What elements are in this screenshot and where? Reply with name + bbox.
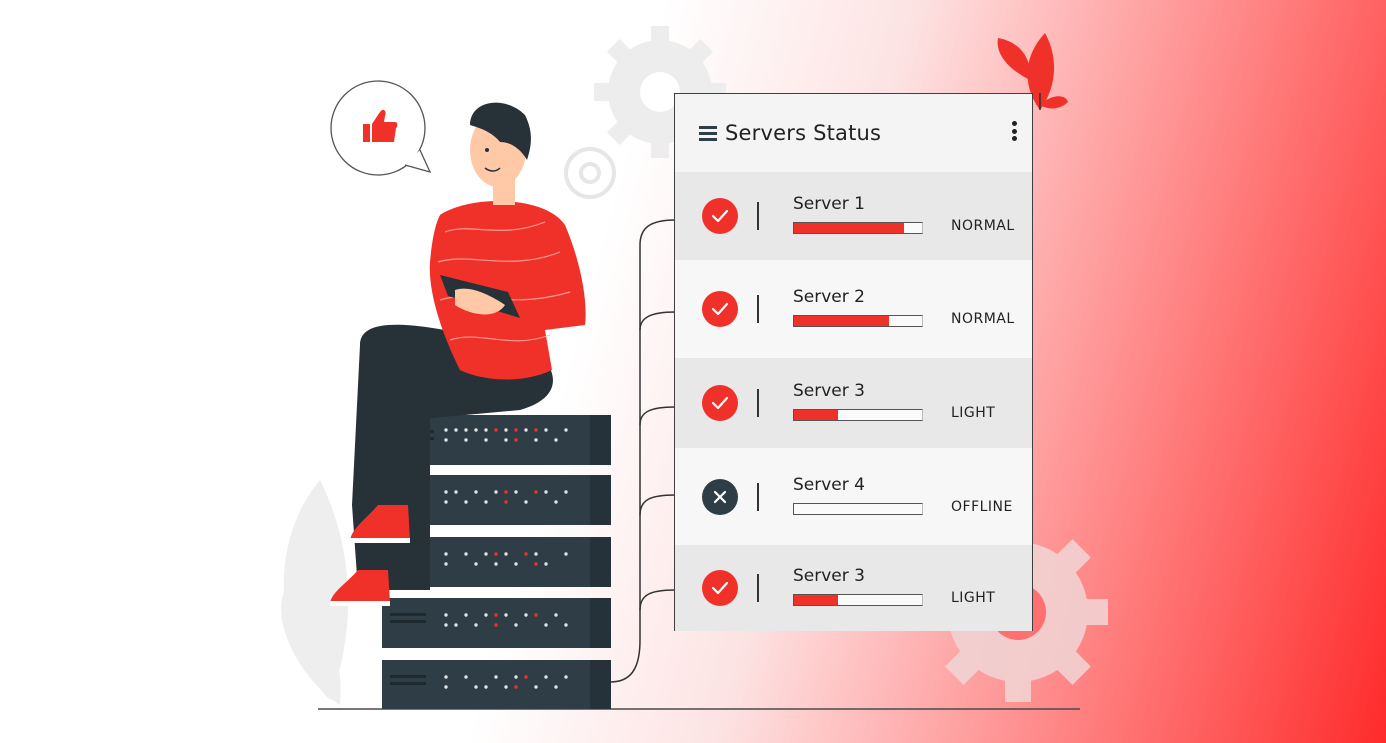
- server-name: Server 2: [793, 287, 865, 307]
- check-icon: [702, 291, 738, 327]
- status-label: NORMAL: [951, 311, 1015, 327]
- server-name: Server 4: [793, 474, 865, 495]
- status-label: LIGHT: [951, 405, 996, 421]
- server-row[interactable]: Server 4 OFFLINE: [675, 448, 1032, 545]
- x-icon: [702, 478, 738, 515]
- load-bar: [793, 502, 923, 515]
- check-icon: [702, 385, 738, 421]
- load-bar: [793, 315, 923, 327]
- speech-bubble: [330, 80, 432, 176]
- row-divider: [757, 295, 759, 323]
- row-divider: [757, 482, 759, 511]
- load-bar: [793, 409, 923, 421]
- servers-status-panel: Servers Status Server 1 NORMAL Server 2 NOR…: [674, 93, 1033, 631]
- status-label: NORMAL: [951, 218, 1015, 234]
- load-bar: [793, 594, 923, 606]
- gear-icon: [564, 147, 616, 199]
- status-label: OFFLINE: [951, 498, 1013, 515]
- server-name: Server 1: [793, 194, 865, 214]
- hamburger-icon[interactable]: [699, 126, 717, 142]
- row-divider: [757, 389, 759, 417]
- connector-lines: [609, 219, 676, 683]
- plant-icon: [997, 33, 1068, 110]
- kebab-menu-icon[interactable]: [1012, 121, 1018, 143]
- person-illustration: [330, 102, 586, 606]
- server-row[interactable]: Server 3 LIGHT: [675, 358, 1032, 448]
- thumbs-up-icon: [363, 109, 398, 142]
- server-row[interactable]: Server 2 NORMAL: [675, 260, 1032, 358]
- check-icon: [702, 570, 738, 606]
- load-bar-fill: [794, 316, 889, 326]
- server-name: Server 3: [793, 566, 865, 586]
- row-divider: [757, 202, 759, 230]
- panel-header: Servers Status: [675, 94, 1032, 172]
- server-row[interactable]: Server 1 NORMAL: [675, 172, 1032, 260]
- server-name: Server 3: [793, 381, 865, 401]
- load-bar-fill: [794, 223, 905, 233]
- load-bar: [793, 222, 923, 234]
- row-divider: [757, 574, 759, 602]
- load-bar-fill: [794, 410, 838, 420]
- check-icon: [702, 198, 738, 234]
- load-bar-fill: [794, 595, 838, 605]
- server-row[interactable]: Server 3 LIGHT: [675, 545, 1032, 631]
- panel-title: Servers Status: [725, 121, 882, 145]
- plant-leaves: [281, 480, 349, 705]
- status-label: LIGHT: [951, 590, 996, 606]
